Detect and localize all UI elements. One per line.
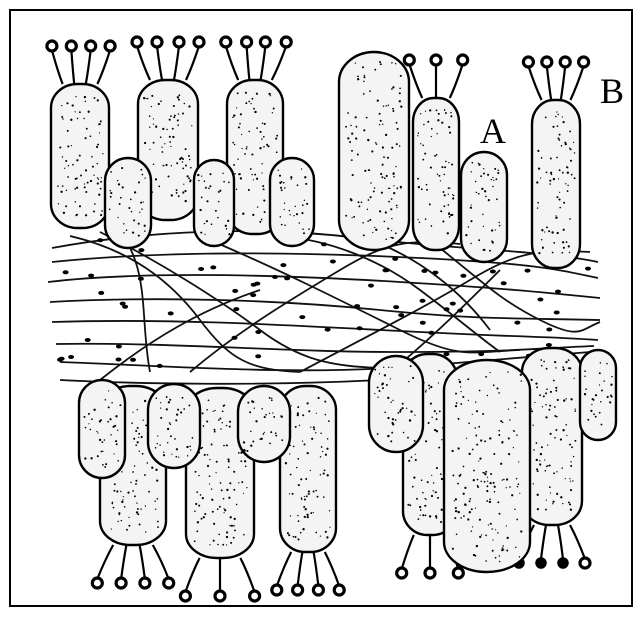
spore	[458, 55, 468, 65]
spore	[260, 37, 270, 47]
spore	[542, 57, 552, 67]
spore	[425, 568, 435, 578]
spore	[66, 41, 76, 51]
upper-basidium-b	[523, 57, 588, 268]
sterigma	[226, 46, 238, 80]
sterigma	[174, 46, 179, 80]
sterigma	[325, 552, 339, 586]
lower-paraphysis-1	[444, 360, 530, 572]
label-b: B	[600, 71, 624, 111]
sterigma	[121, 545, 126, 579]
sterigma	[298, 552, 303, 586]
sterigma	[314, 552, 319, 586]
sterigma	[277, 552, 291, 586]
lower-basidiole-2	[148, 384, 200, 468]
lower-basidiole-b	[580, 350, 616, 440]
sterigma	[86, 50, 91, 84]
lower-basidiole-4	[369, 356, 423, 452]
upper-basidiole-2	[194, 160, 234, 246]
spore	[132, 37, 142, 47]
sterigma	[450, 64, 463, 98]
upper-basidium-a	[404, 55, 467, 250]
upper-basidiole-3	[270, 158, 314, 246]
sterigma	[52, 50, 63, 84]
spore	[431, 55, 441, 65]
spore	[272, 585, 282, 595]
upper-basidiole-a	[461, 152, 507, 262]
hypha-thread	[50, 299, 600, 320]
spore	[404, 55, 414, 65]
sterigma	[97, 545, 113, 579]
hyphae-band	[48, 231, 600, 384]
spore	[215, 591, 225, 601]
sterigma	[541, 525, 546, 559]
sterigma	[570, 525, 585, 559]
spore	[242, 37, 252, 47]
sterigma	[137, 46, 150, 80]
spore	[313, 585, 323, 595]
upper-paraphysis-1	[339, 52, 409, 250]
hypha-thread	[48, 275, 600, 298]
spore	[453, 568, 463, 578]
sterigma	[528, 66, 541, 100]
sterigma	[402, 535, 414, 569]
spore	[221, 37, 231, 47]
lower-basidiole-1	[79, 380, 125, 478]
spore	[536, 558, 546, 568]
hypha-thread	[120, 232, 150, 372]
sterigma	[240, 558, 254, 592]
lower-basidiole-3	[238, 386, 290, 462]
spore	[560, 57, 570, 67]
spore	[180, 591, 190, 601]
spore	[250, 591, 260, 601]
spore	[140, 578, 150, 588]
label-a: A	[480, 111, 506, 151]
upper-basidiole-1	[105, 158, 151, 248]
spore	[523, 57, 533, 67]
spore	[334, 585, 344, 595]
spore	[580, 558, 590, 568]
sterigma	[71, 50, 74, 84]
hypha-thread	[70, 236, 300, 372]
sterigma	[272, 46, 286, 80]
sterigma	[185, 558, 199, 592]
spore	[579, 57, 589, 67]
sterigma	[547, 66, 551, 100]
spore	[397, 568, 407, 578]
spore	[86, 41, 96, 51]
spore	[47, 41, 57, 51]
spore	[558, 558, 568, 568]
sterigma	[186, 46, 199, 80]
spore	[92, 578, 102, 588]
sterigma	[140, 545, 145, 579]
spore	[164, 578, 174, 588]
sterigma	[409, 64, 422, 98]
sterigma	[153, 545, 169, 579]
spore	[105, 41, 115, 51]
spore	[174, 37, 184, 47]
sterigma	[570, 66, 583, 100]
sterigma	[97, 50, 110, 84]
sterigma	[157, 46, 162, 80]
spore	[281, 37, 291, 47]
sterigma	[558, 525, 563, 559]
sterigma	[261, 46, 266, 80]
spore	[194, 37, 204, 47]
sterigma	[561, 66, 565, 100]
spore	[152, 37, 162, 47]
sterigma	[247, 46, 250, 80]
spore	[293, 585, 303, 595]
spore	[116, 578, 126, 588]
